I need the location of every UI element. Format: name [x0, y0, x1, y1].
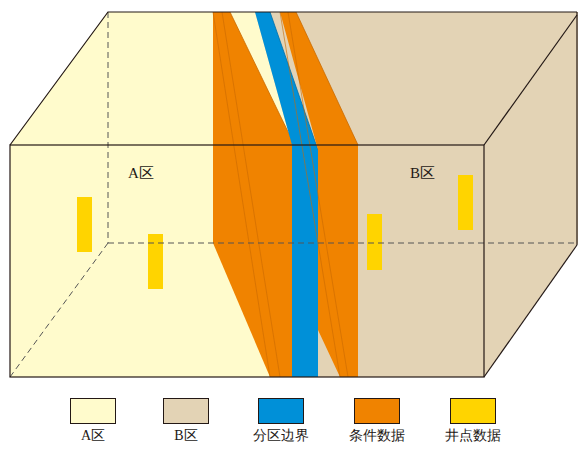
legend-text: 井点数据	[445, 428, 501, 445]
legend-text: A区	[81, 428, 105, 445]
legend-item: 条件数据	[332, 398, 422, 445]
legend-item: 分区边界	[236, 398, 326, 445]
legend-item: A区	[48, 398, 138, 445]
legend-swatch	[258, 398, 304, 424]
legend-text: 条件数据	[349, 428, 405, 445]
legend-swatch	[354, 398, 400, 424]
legend-swatch	[450, 398, 496, 424]
legend-text: 分区边界	[253, 428, 309, 445]
legend-item: 井点数据	[428, 398, 518, 445]
legend-text: B区	[174, 428, 197, 445]
zone-label: B区	[410, 164, 435, 182]
zone-label: A区	[128, 164, 154, 182]
legend-item: B区	[141, 398, 231, 445]
legend-swatch	[70, 398, 116, 424]
legend-swatch	[163, 398, 209, 424]
